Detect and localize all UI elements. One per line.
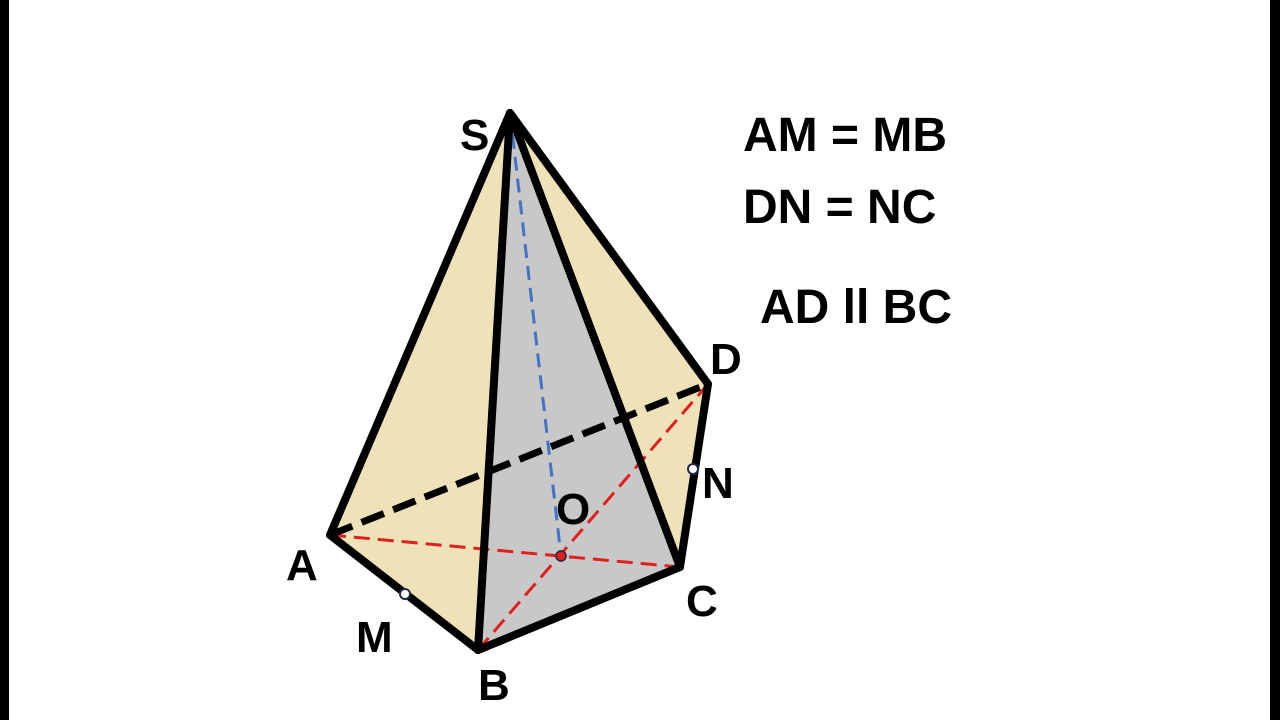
diagonal-ac (329, 533, 681, 569)
edge-sd (506, 109, 712, 388)
face-sbc (478, 113, 680, 650)
label-o: O (556, 485, 590, 534)
point-o (555, 550, 567, 562)
condition-ad-parallel-bc: AD ll BC (760, 281, 952, 334)
face-scd (510, 113, 708, 567)
edge-cd (676, 380, 712, 571)
label-b: B (478, 661, 510, 710)
point-n (687, 463, 699, 475)
label-c: C (686, 577, 718, 626)
label-d: D (710, 335, 742, 384)
point-m (399, 588, 411, 600)
height-so (508, 112, 563, 557)
condition-am-mb: AM = MB (743, 109, 947, 162)
edge-bc (474, 563, 684, 654)
label-a: A (286, 541, 318, 590)
diagonal-bd (476, 383, 710, 651)
label-s: S (460, 111, 489, 160)
label-m: M (356, 613, 393, 662)
condition-dn-nc: DN = NC (743, 181, 937, 234)
edge-sc (506, 109, 684, 571)
label-n: N (702, 459, 734, 508)
edge-sb (474, 109, 514, 654)
edge-sa (326, 109, 514, 539)
